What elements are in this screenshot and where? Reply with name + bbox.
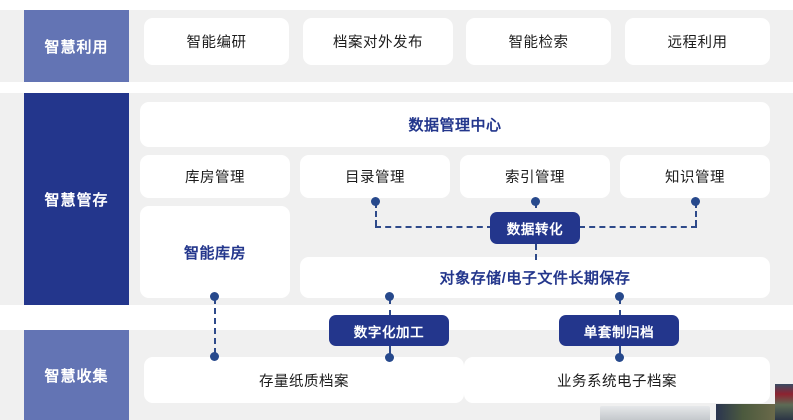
connector-dot-paper-archive (210, 352, 219, 361)
connector-catalog-vertical (375, 202, 377, 226)
connector-dot-object-right (615, 292, 624, 301)
connector-conversion-to-object-storage (535, 244, 537, 260)
connector-single-set-lower (619, 346, 621, 358)
connector-knowledge-horizontal (579, 226, 697, 228)
card-data-management-center[interactable]: 数据管理中心 (140, 102, 770, 147)
connector-dot-object-left (385, 292, 394, 301)
decorative-device-image (600, 406, 710, 420)
stage-label-utilization: 智慧利用 (24, 10, 129, 82)
card-intelligent-search[interactable]: 智能检索 (466, 18, 611, 65)
card-knowledge-management[interactable]: 知识管理 (620, 155, 770, 198)
decorative-photo-block (716, 404, 776, 420)
stage-label-collection: 智慧收集 (24, 330, 129, 420)
node-data-conversion[interactable]: 数据转化 (490, 212, 580, 244)
connector-dot-digitization-bottom (385, 353, 394, 362)
card-index-management[interactable]: 索引管理 (460, 155, 610, 198)
card-warehouse-management[interactable]: 库房管理 (140, 155, 290, 198)
connector-warehouse-vertical (214, 298, 216, 354)
card-external-release[interactable]: 档案对外发布 (303, 18, 453, 65)
connector-single-set-upper (619, 298, 621, 316)
connector-digitization-upper (389, 298, 391, 316)
card-object-storage[interactable]: 对象存储/电子文件长期保存 (300, 257, 770, 298)
card-remote-use[interactable]: 远程利用 (625, 18, 770, 65)
connector-dot-catalog (371, 197, 380, 206)
connector-dot-knowledge (691, 197, 700, 206)
connector-dot-single-set-bottom (615, 353, 624, 362)
card-smart-warehouse[interactable]: 智能库房 (140, 206, 290, 298)
node-digitization-processing[interactable]: 数字化加工 (329, 315, 449, 346)
connector-dot-smart-warehouse (210, 292, 219, 301)
connector-knowledge-vertical (695, 202, 697, 226)
stage-label-storage: 智慧管存 (24, 93, 129, 305)
node-single-set-archiving[interactable]: 单套制归档 (559, 315, 679, 346)
connector-dot-index (531, 197, 540, 206)
card-catalog-management[interactable]: 目录管理 (300, 155, 450, 198)
connector-catalog-horizontal (375, 226, 493, 228)
card-business-system-e-archives[interactable]: 业务系统电子档案 (464, 357, 770, 403)
decorative-photo-strip (775, 384, 793, 420)
card-intelligent-compilation[interactable]: 智能编研 (144, 18, 289, 65)
connector-digitization-lower (389, 346, 391, 358)
card-paper-archives[interactable]: 存量纸质档案 (144, 357, 464, 403)
